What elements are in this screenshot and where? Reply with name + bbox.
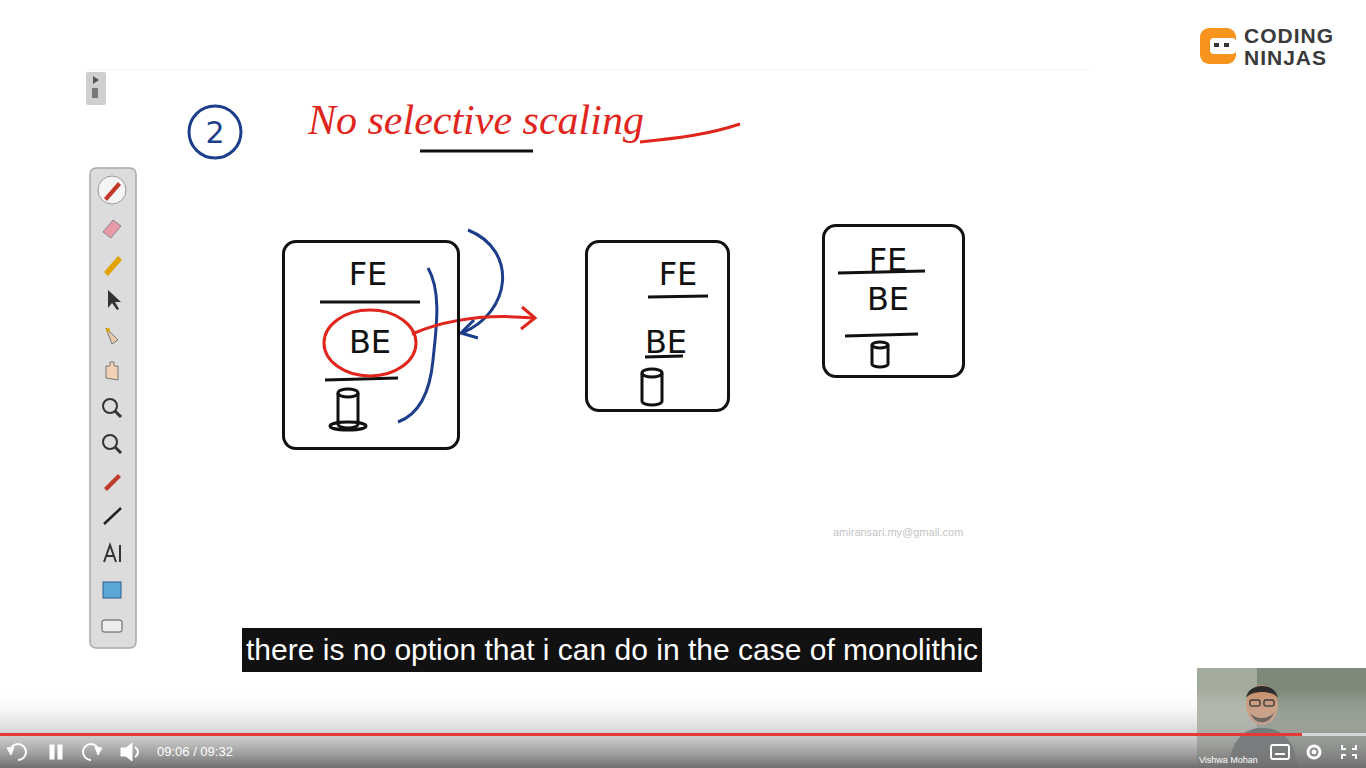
progress-played (0, 733, 1302, 736)
presenter-name: Vishwa Mohan (1199, 755, 1258, 765)
logo-text: NINJAS (1244, 46, 1327, 70)
toolbar (90, 168, 136, 648)
server-box: FE BE (282, 240, 460, 450)
box-label: FE (349, 257, 388, 292)
number-circle (189, 106, 241, 158)
toolbar-handle (86, 72, 106, 105)
subtitle: there is no option that i can do in the … (242, 628, 982, 672)
watermark: amiransari.my@gmail.com (833, 526, 963, 538)
video-time: 09:06 / 09:32 (157, 744, 233, 759)
box-label: BE (645, 325, 687, 360)
logo-icon (1200, 28, 1236, 64)
extract-arrow (412, 317, 534, 334)
database-cylinder (642, 369, 662, 405)
section-divider (845, 334, 918, 336)
bracket (398, 268, 437, 422)
player-icons (7, 743, 1356, 761)
board-edge (86, 70, 1090, 71)
database-cylinder (330, 389, 366, 430)
arrowhead (521, 307, 535, 329)
section-divider (648, 296, 708, 297)
toolbar-handle-icon (93, 76, 99, 84)
box-label: FE (869, 243, 908, 278)
section-divider (320, 301, 420, 304)
logo-text: CODING (1244, 24, 1334, 48)
callout-number: 2 (205, 115, 224, 150)
underline (640, 124, 740, 142)
section-divider (325, 378, 398, 380)
toolbar-handle-icon (92, 88, 98, 98)
highlight-circle: BE (322, 308, 418, 378)
server-box: FE BE (822, 224, 965, 378)
circle-outline (324, 310, 416, 376)
arrowhead (461, 320, 478, 338)
slide-title: No selective scaling (308, 96, 644, 144)
underline (420, 150, 533, 153)
database-cylinder (872, 342, 888, 367)
box-label: FE (659, 257, 698, 292)
box-label: BE (349, 325, 391, 360)
server-box: FE BE (585, 240, 730, 412)
control-bar (0, 690, 1366, 768)
progress-rest (1302, 733, 1366, 736)
box-label: BE (867, 282, 909, 317)
